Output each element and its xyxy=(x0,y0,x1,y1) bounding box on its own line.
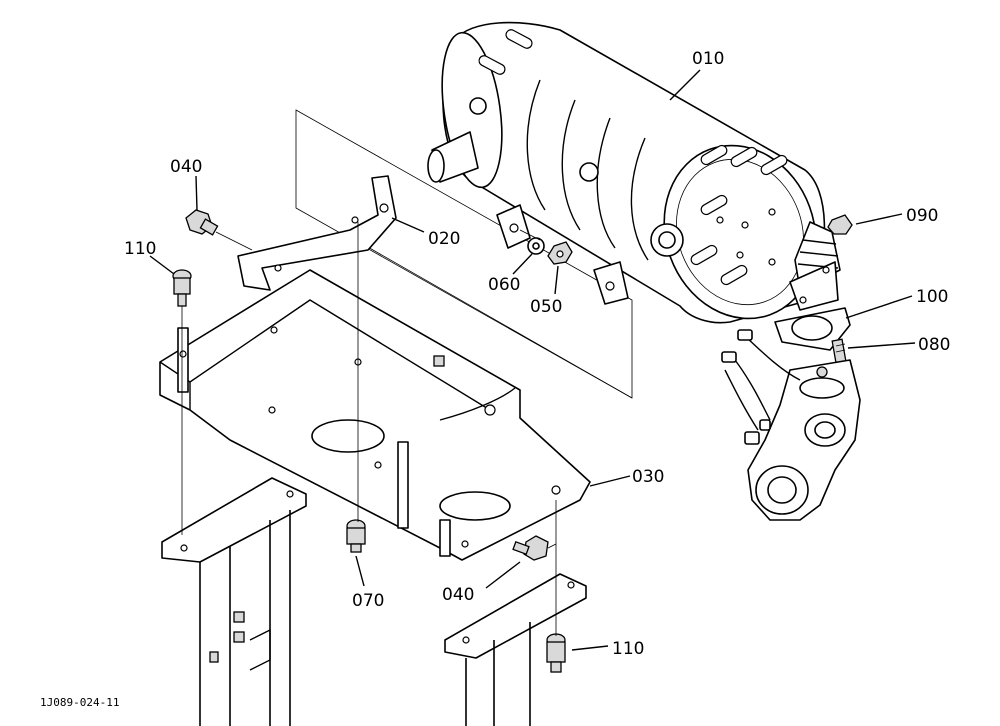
callout-110-lower: 110 xyxy=(612,639,644,659)
turbocharger-housing xyxy=(721,329,861,521)
callout-110-upper: 110 xyxy=(124,239,156,259)
stud-080 xyxy=(831,338,847,364)
callout-080: 080 xyxy=(918,335,950,355)
frame-rail-right xyxy=(444,573,587,726)
center-lines xyxy=(181,222,557,636)
callout-040-upper: 040 xyxy=(170,157,202,177)
washer-060 xyxy=(527,237,545,255)
callout-010: 010 xyxy=(692,49,724,69)
document-code: 1J089-024-11 xyxy=(40,696,119,709)
bolt-040-upper xyxy=(185,209,219,236)
callout-020: 020 xyxy=(428,229,460,249)
bolt-070 xyxy=(346,519,366,553)
nut-050 xyxy=(547,241,573,265)
callout-060: 060 xyxy=(488,275,520,295)
bolt-110-upper xyxy=(172,269,192,307)
nut-090 xyxy=(827,214,853,235)
gasket-100 xyxy=(774,307,851,351)
bracket-020 xyxy=(237,175,397,291)
bolt-110-lower xyxy=(546,633,566,673)
callout-030: 030 xyxy=(632,467,664,487)
callout-100: 100 xyxy=(916,287,948,307)
muffler-assembly xyxy=(427,21,841,324)
base-plate-030 xyxy=(159,269,591,561)
frame-rail-left xyxy=(161,477,307,726)
bolt-040-lower xyxy=(512,535,549,561)
callout-040-lower: 040 xyxy=(442,585,474,605)
leader-lines xyxy=(149,69,916,651)
callout-labels: 010 020 030 040 040 050 060 070 080 090 … xyxy=(40,49,950,709)
callout-090: 090 xyxy=(906,206,938,226)
callout-070: 070 xyxy=(352,591,384,611)
callout-050: 050 xyxy=(530,297,562,317)
